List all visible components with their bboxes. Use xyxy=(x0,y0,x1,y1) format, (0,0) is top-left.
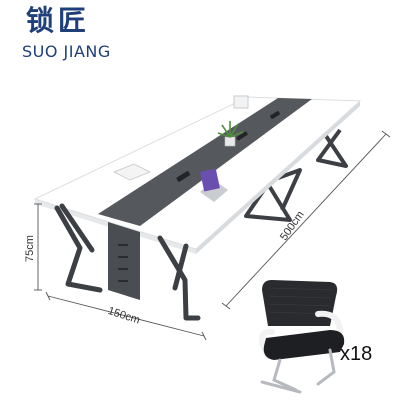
brand-logo-en: SUO JIANG xyxy=(22,42,111,61)
table-top xyxy=(33,95,362,254)
table-props xyxy=(112,121,244,202)
table-legs-front xyxy=(54,203,201,321)
table-legs-back xyxy=(244,128,348,222)
dimension-lines xyxy=(34,130,391,341)
center-panel xyxy=(98,98,312,226)
brand-logo-cn: 锁匠 xyxy=(26,4,91,37)
height-dimension-label: 75cm xyxy=(24,235,36,262)
office-chair xyxy=(258,280,345,394)
cable-column xyxy=(108,222,140,300)
chair-quantity-label: x18 xyxy=(340,343,373,365)
